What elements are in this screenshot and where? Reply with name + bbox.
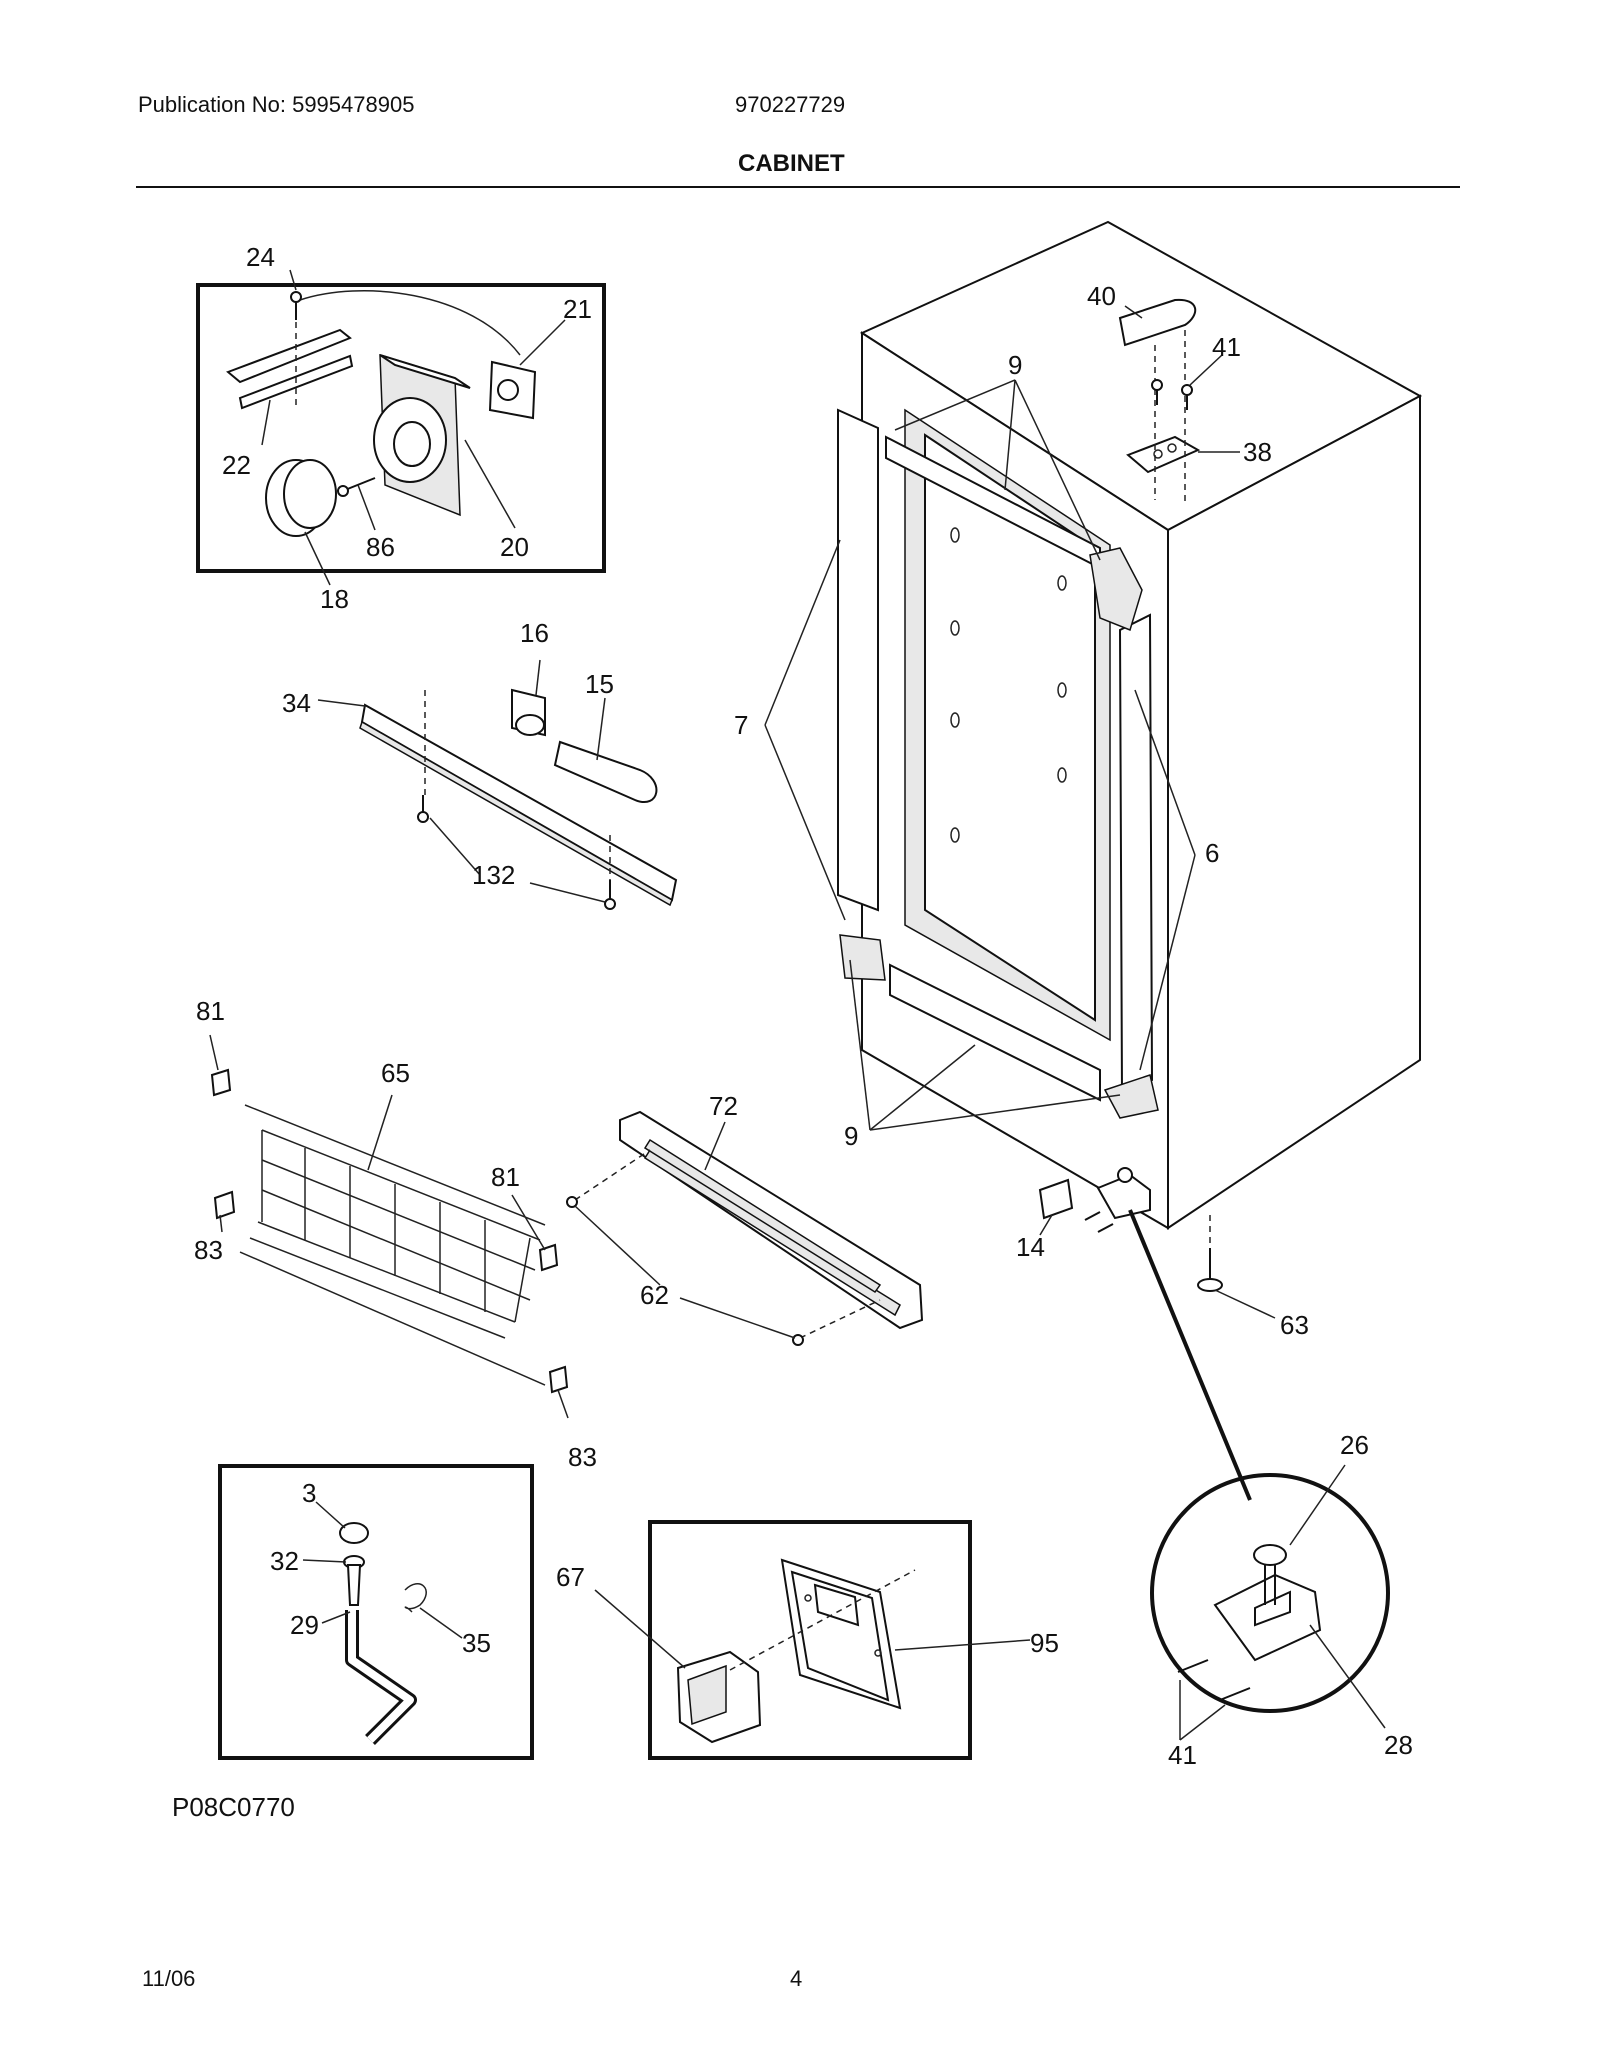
callout-81-left: 81 — [196, 996, 225, 1026]
callout-65: 65 — [381, 1058, 410, 1088]
callout-14: 14 — [1016, 1232, 1045, 1262]
callout-9-top: 9 — [1008, 350, 1022, 380]
callout-132: 132 — [472, 860, 515, 890]
page-number: 4 — [790, 1966, 803, 1991]
switch-bezel-inset: 67 95 — [556, 1520, 1059, 1760]
callout-18: 18 — [320, 584, 349, 614]
callout-7: 7 — [734, 710, 748, 740]
kickplate-group: 72 62 — [566, 1091, 924, 1346]
callout-63: 63 — [1280, 1310, 1309, 1340]
callout-32: 32 — [270, 1546, 299, 1576]
callout-3: 3 — [302, 1478, 316, 1508]
callout-20: 20 — [500, 532, 529, 562]
header-rule — [136, 186, 1460, 188]
callout-41-bottom: 41 — [1168, 1740, 1197, 1770]
publication-number: Publication No: 5995478905 — [138, 92, 415, 117]
callout-16: 16 — [520, 618, 549, 648]
page-title: CABINET — [738, 150, 845, 177]
callout-72: 72 — [709, 1091, 738, 1121]
hinge-detail: 26 28 41 — [1128, 1209, 1413, 1770]
model-number: 970227729 — [735, 92, 846, 117]
callout-35: 35 — [462, 1628, 491, 1658]
callout-22: 22 — [222, 450, 251, 480]
callout-86: 86 — [366, 532, 395, 562]
freezer-cabinet: 40 41 9 38 7 6 9 14 63 — [734, 220, 1423, 1340]
callout-6: 6 — [1205, 838, 1219, 868]
callout-67: 67 — [556, 1562, 585, 1592]
thermostat-inset: 24 21 22 86 20 18 — [196, 242, 606, 614]
callout-15: 15 — [585, 669, 614, 699]
drain-inset: 3 32 29 35 — [218, 1464, 534, 1760]
callout-41-top: 41 — [1212, 332, 1241, 362]
callout-83-bottom: 83 — [568, 1442, 597, 1472]
callout-83-left: 83 — [194, 1235, 223, 1265]
callout-95: 95 — [1030, 1628, 1059, 1658]
callout-29: 29 — [290, 1610, 319, 1640]
callout-26: 26 — [1340, 1430, 1369, 1460]
wire-shelf-group: 81 65 81 83 83 — [194, 996, 597, 1472]
callout-24: 24 — [246, 242, 275, 272]
callout-38: 38 — [1243, 437, 1272, 467]
callout-81-right: 81 — [491, 1162, 520, 1192]
callout-21: 21 — [563, 294, 592, 324]
callout-28: 28 — [1384, 1730, 1413, 1760]
footer-date: 11/06 — [142, 1966, 196, 1991]
diagram-code: P08C0770 — [172, 1792, 295, 1822]
callout-40: 40 — [1087, 281, 1116, 311]
callout-34: 34 — [282, 688, 311, 718]
callout-9-bottom: 9 — [844, 1121, 858, 1151]
callout-62: 62 — [640, 1280, 669, 1310]
light-bracket-group: 34 16 15 132 — [282, 618, 678, 910]
